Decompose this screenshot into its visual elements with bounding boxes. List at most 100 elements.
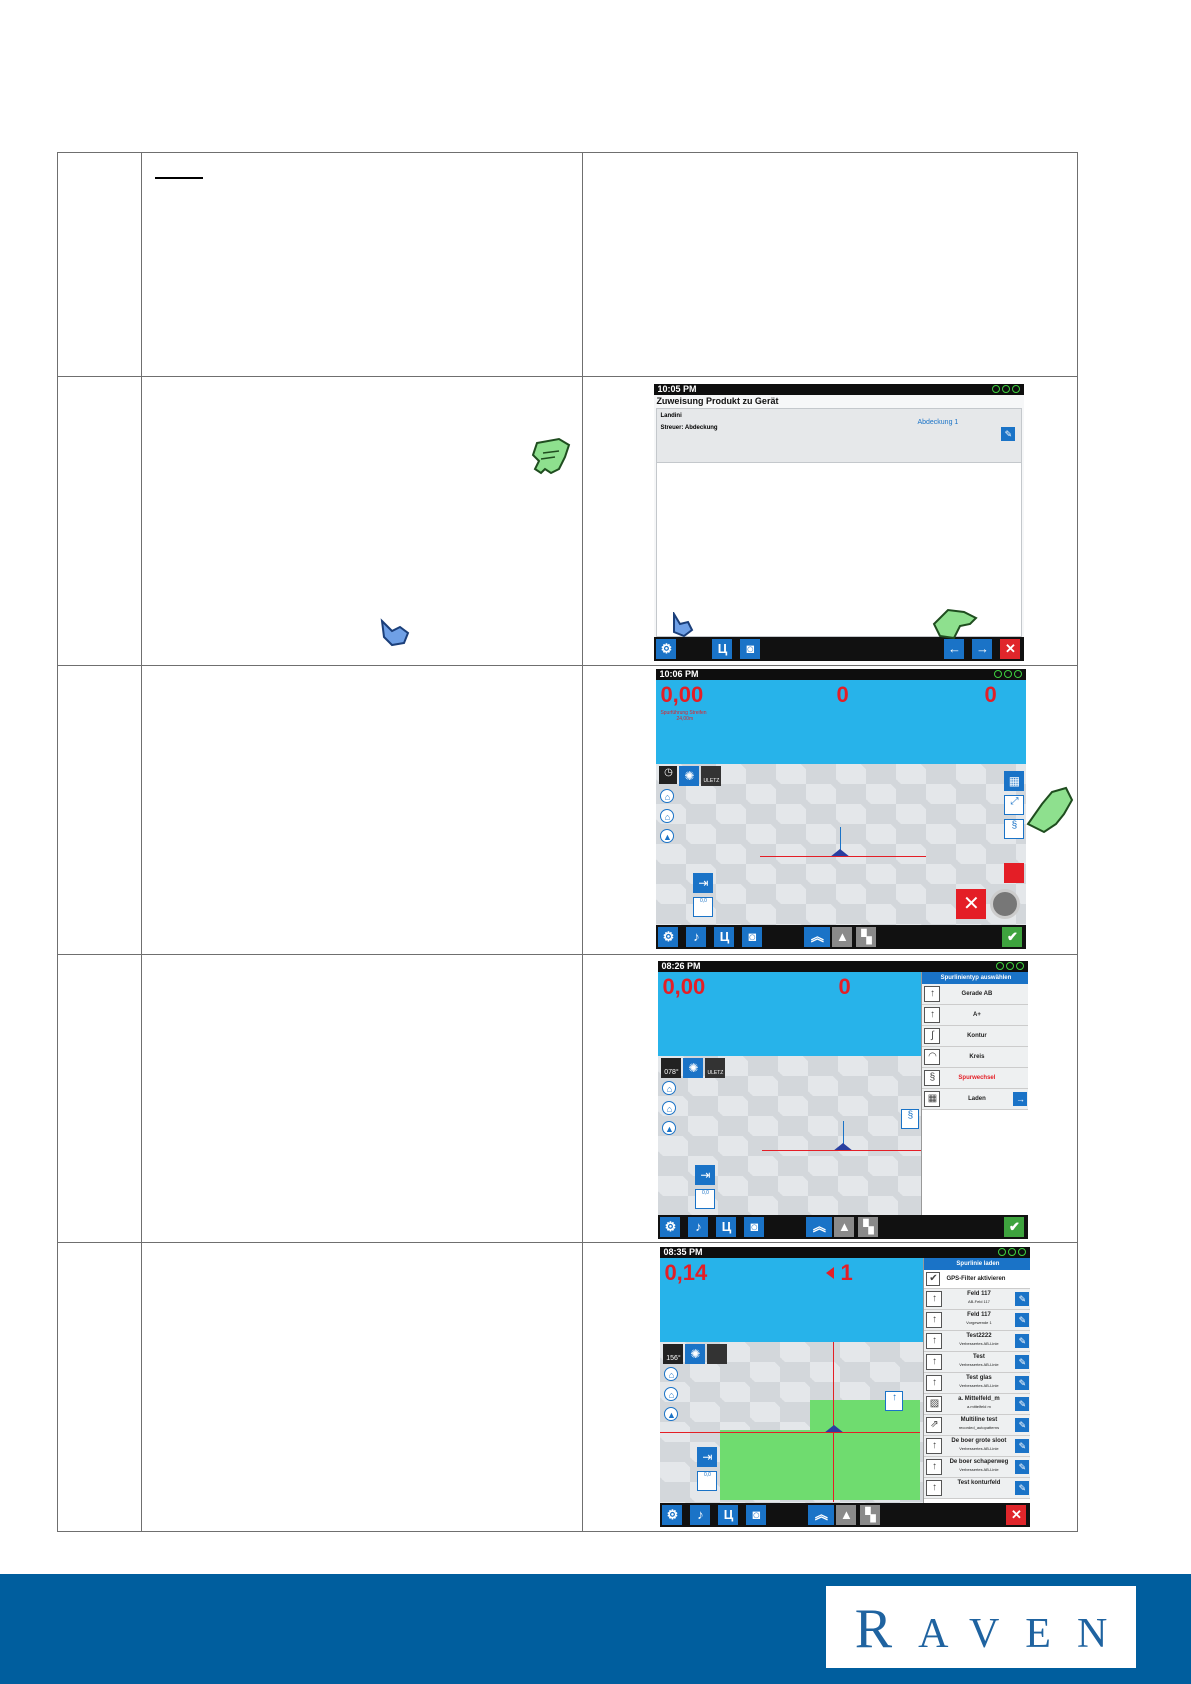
edit-icon[interactable]: ✎ [1015, 1460, 1030, 1475]
north-icon[interactable]: ▲ [660, 829, 675, 844]
map-icon[interactable]: ▚ [860, 1505, 881, 1526]
list-item[interactable]: ◠Kreis [922, 1046, 1029, 1068]
heading-readout[interactable]: 156° [663, 1344, 684, 1365]
gear-icon[interactable]: ⚙ [656, 639, 677, 660]
map-icon[interactable]: ▚ [856, 927, 877, 948]
ut-icon[interactable]: Ц [712, 639, 733, 660]
edit-icon[interactable]: ✎ [1015, 1397, 1030, 1412]
zoom-in-icon[interactable]: ⌂ [664, 1367, 679, 1382]
guidance-mark [843, 1120, 845, 1147]
zoom-in-icon[interactable]: ⌂ [662, 1080, 677, 1095]
list-item[interactable]: ↑A+ [922, 1004, 1029, 1026]
guidance-type-icon[interactable]: § [1004, 819, 1025, 840]
camera-icon[interactable]: ◙ [746, 1505, 767, 1526]
camera-icon[interactable]: ◙ [744, 1216, 765, 1237]
swath-shift-icon[interactable]: ⇥ [695, 1164, 716, 1185]
arrow-left-icon[interactable]: ← [944, 639, 965, 660]
edit-icon[interactable]: ✎ [1015, 1355, 1030, 1370]
close-icon[interactable]: ✕ [1006, 1505, 1027, 1526]
map-icon[interactable]: ▚ [858, 1216, 879, 1237]
edit-icon[interactable]: ✎ [1001, 427, 1016, 442]
close-icon[interactable]: ✕ [1000, 639, 1021, 660]
guidance-view-icon[interactable]: ︽ [808, 1505, 835, 1526]
steering-wheel-icon[interactable] [990, 889, 1021, 920]
zoom-out-icon[interactable]: ⌂ [664, 1387, 679, 1402]
sun-icon[interactable]: ✺ [685, 1344, 706, 1365]
heading-readout[interactable]: 078° [661, 1057, 682, 1078]
list-item[interactable]: ∫Kontur [922, 1025, 1029, 1047]
gear-icon[interactable]: ⚙ [658, 927, 679, 948]
implement-icon[interactable] [707, 1344, 728, 1365]
north-icon[interactable]: ▲ [662, 1120, 677, 1135]
status-bar: 08:26 PM [658, 960, 1029, 972]
gear-icon[interactable]: ⚙ [662, 1505, 683, 1526]
assignment-row[interactable]: Landini Streuer: Abdeckung Abdeckung 1 ✎ [656, 408, 1023, 464]
edit-icon[interactable]: ✎ [1015, 1439, 1030, 1454]
edit-icon[interactable]: ✎ [1015, 1292, 1030, 1307]
view-icon[interactable]: ▲ [832, 927, 853, 948]
ut-icon[interactable]: Ц [714, 927, 735, 948]
step-text-cell [140, 665, 584, 955]
north-icon[interactable]: ▲ [664, 1407, 679, 1422]
zoom-in-icon[interactable]: ⌂ [660, 789, 675, 804]
implement-label[interactable]: ULETZ [705, 1057, 726, 1078]
edit-icon[interactable]: ✎ [1015, 1334, 1030, 1349]
list-item[interactable]: ▦Laden→ [922, 1088, 1029, 1110]
list-item[interactable]: ↑Test konturfeld✎ [924, 1478, 1031, 1500]
zoom-out-icon[interactable]: ⌂ [662, 1100, 677, 1115]
checkbox-checked-icon[interactable]: ✔ [926, 1272, 941, 1287]
filter-checkbox-row[interactable]: ✔ GPS-Filter aktivieren [924, 1270, 1031, 1290]
swath-shift-icon[interactable]: ⇥ [693, 873, 714, 894]
bell-icon[interactable]: ♪ [686, 927, 707, 948]
view-icon[interactable]: ▲ [834, 1216, 855, 1237]
ut-icon[interactable]: Ц [718, 1505, 739, 1526]
list-item-selected[interactable]: §Spurwechsel [922, 1067, 1029, 1089]
steering-disengaged-icon[interactable]: ✕ [956, 889, 987, 920]
swath-shift-icon[interactable]: ⇥ [697, 1447, 718, 1468]
edit-icon[interactable]: ✎ [1015, 1313, 1030, 1328]
implement-label[interactable]: ULETZ [701, 766, 722, 787]
gear-icon[interactable]: ⚙ [660, 1216, 681, 1237]
width-label[interactable]: 0,0 [697, 1471, 718, 1492]
ut-icon[interactable]: Ц [716, 1216, 737, 1237]
arrow-right-icon[interactable]: → [972, 639, 993, 660]
bell-icon[interactable]: ♪ [688, 1216, 709, 1237]
zoom-out-icon[interactable]: ⌂ [660, 809, 675, 824]
guidance-type-icon[interactable]: § [901, 1108, 920, 1129]
checkmark-icon[interactable]: ✔ [1004, 1216, 1025, 1237]
camera-icon[interactable]: ◙ [740, 639, 761, 660]
edit-icon[interactable]: ✎ [1015, 1481, 1030, 1496]
list-item[interactable]: ↑Gerade AB [922, 983, 1029, 1005]
guidance-view-icon[interactable]: ︽ [804, 927, 831, 948]
sun-icon[interactable]: ✺ [679, 766, 700, 787]
sun-icon[interactable]: ✺ [683, 1057, 704, 1078]
warning-icon[interactable] [1004, 863, 1025, 884]
arrow-right-icon[interactable]: → [1013, 1091, 1028, 1106]
guidance-view-icon[interactable]: ︽ [806, 1216, 833, 1237]
bell-icon[interactable]: ♪ [690, 1505, 711, 1526]
panel-title: Spurlinie laden [924, 1258, 1031, 1271]
checkmark-icon[interactable]: ✔ [1002, 927, 1023, 948]
nudge-icon[interactable]: ⤢ [1004, 795, 1025, 816]
rate-value: 0 [984, 682, 997, 708]
edit-icon[interactable]: ✎ [1015, 1376, 1030, 1391]
clock-icon[interactable]: ◷ [659, 766, 678, 785]
screenshot-guidance-type-select: 08:26 PM 0,00 0 078° ✺ ULETZ ⌂ ⌂ ▲ § ⇥ 0… [658, 960, 1029, 1239]
camera-icon[interactable]: ◙ [742, 927, 763, 948]
edit-icon[interactable]: ✎ [1015, 1418, 1030, 1433]
guidance-type-icon[interactable]: ↑ [885, 1391, 904, 1412]
layout-icon[interactable]: ▦ [1004, 771, 1025, 792]
width-label[interactable]: 0,0 [693, 897, 714, 918]
step-number-cell [57, 376, 142, 667]
view-icon[interactable]: ▲ [836, 1505, 857, 1526]
width-label[interactable]: 0,0 [695, 1188, 716, 1209]
